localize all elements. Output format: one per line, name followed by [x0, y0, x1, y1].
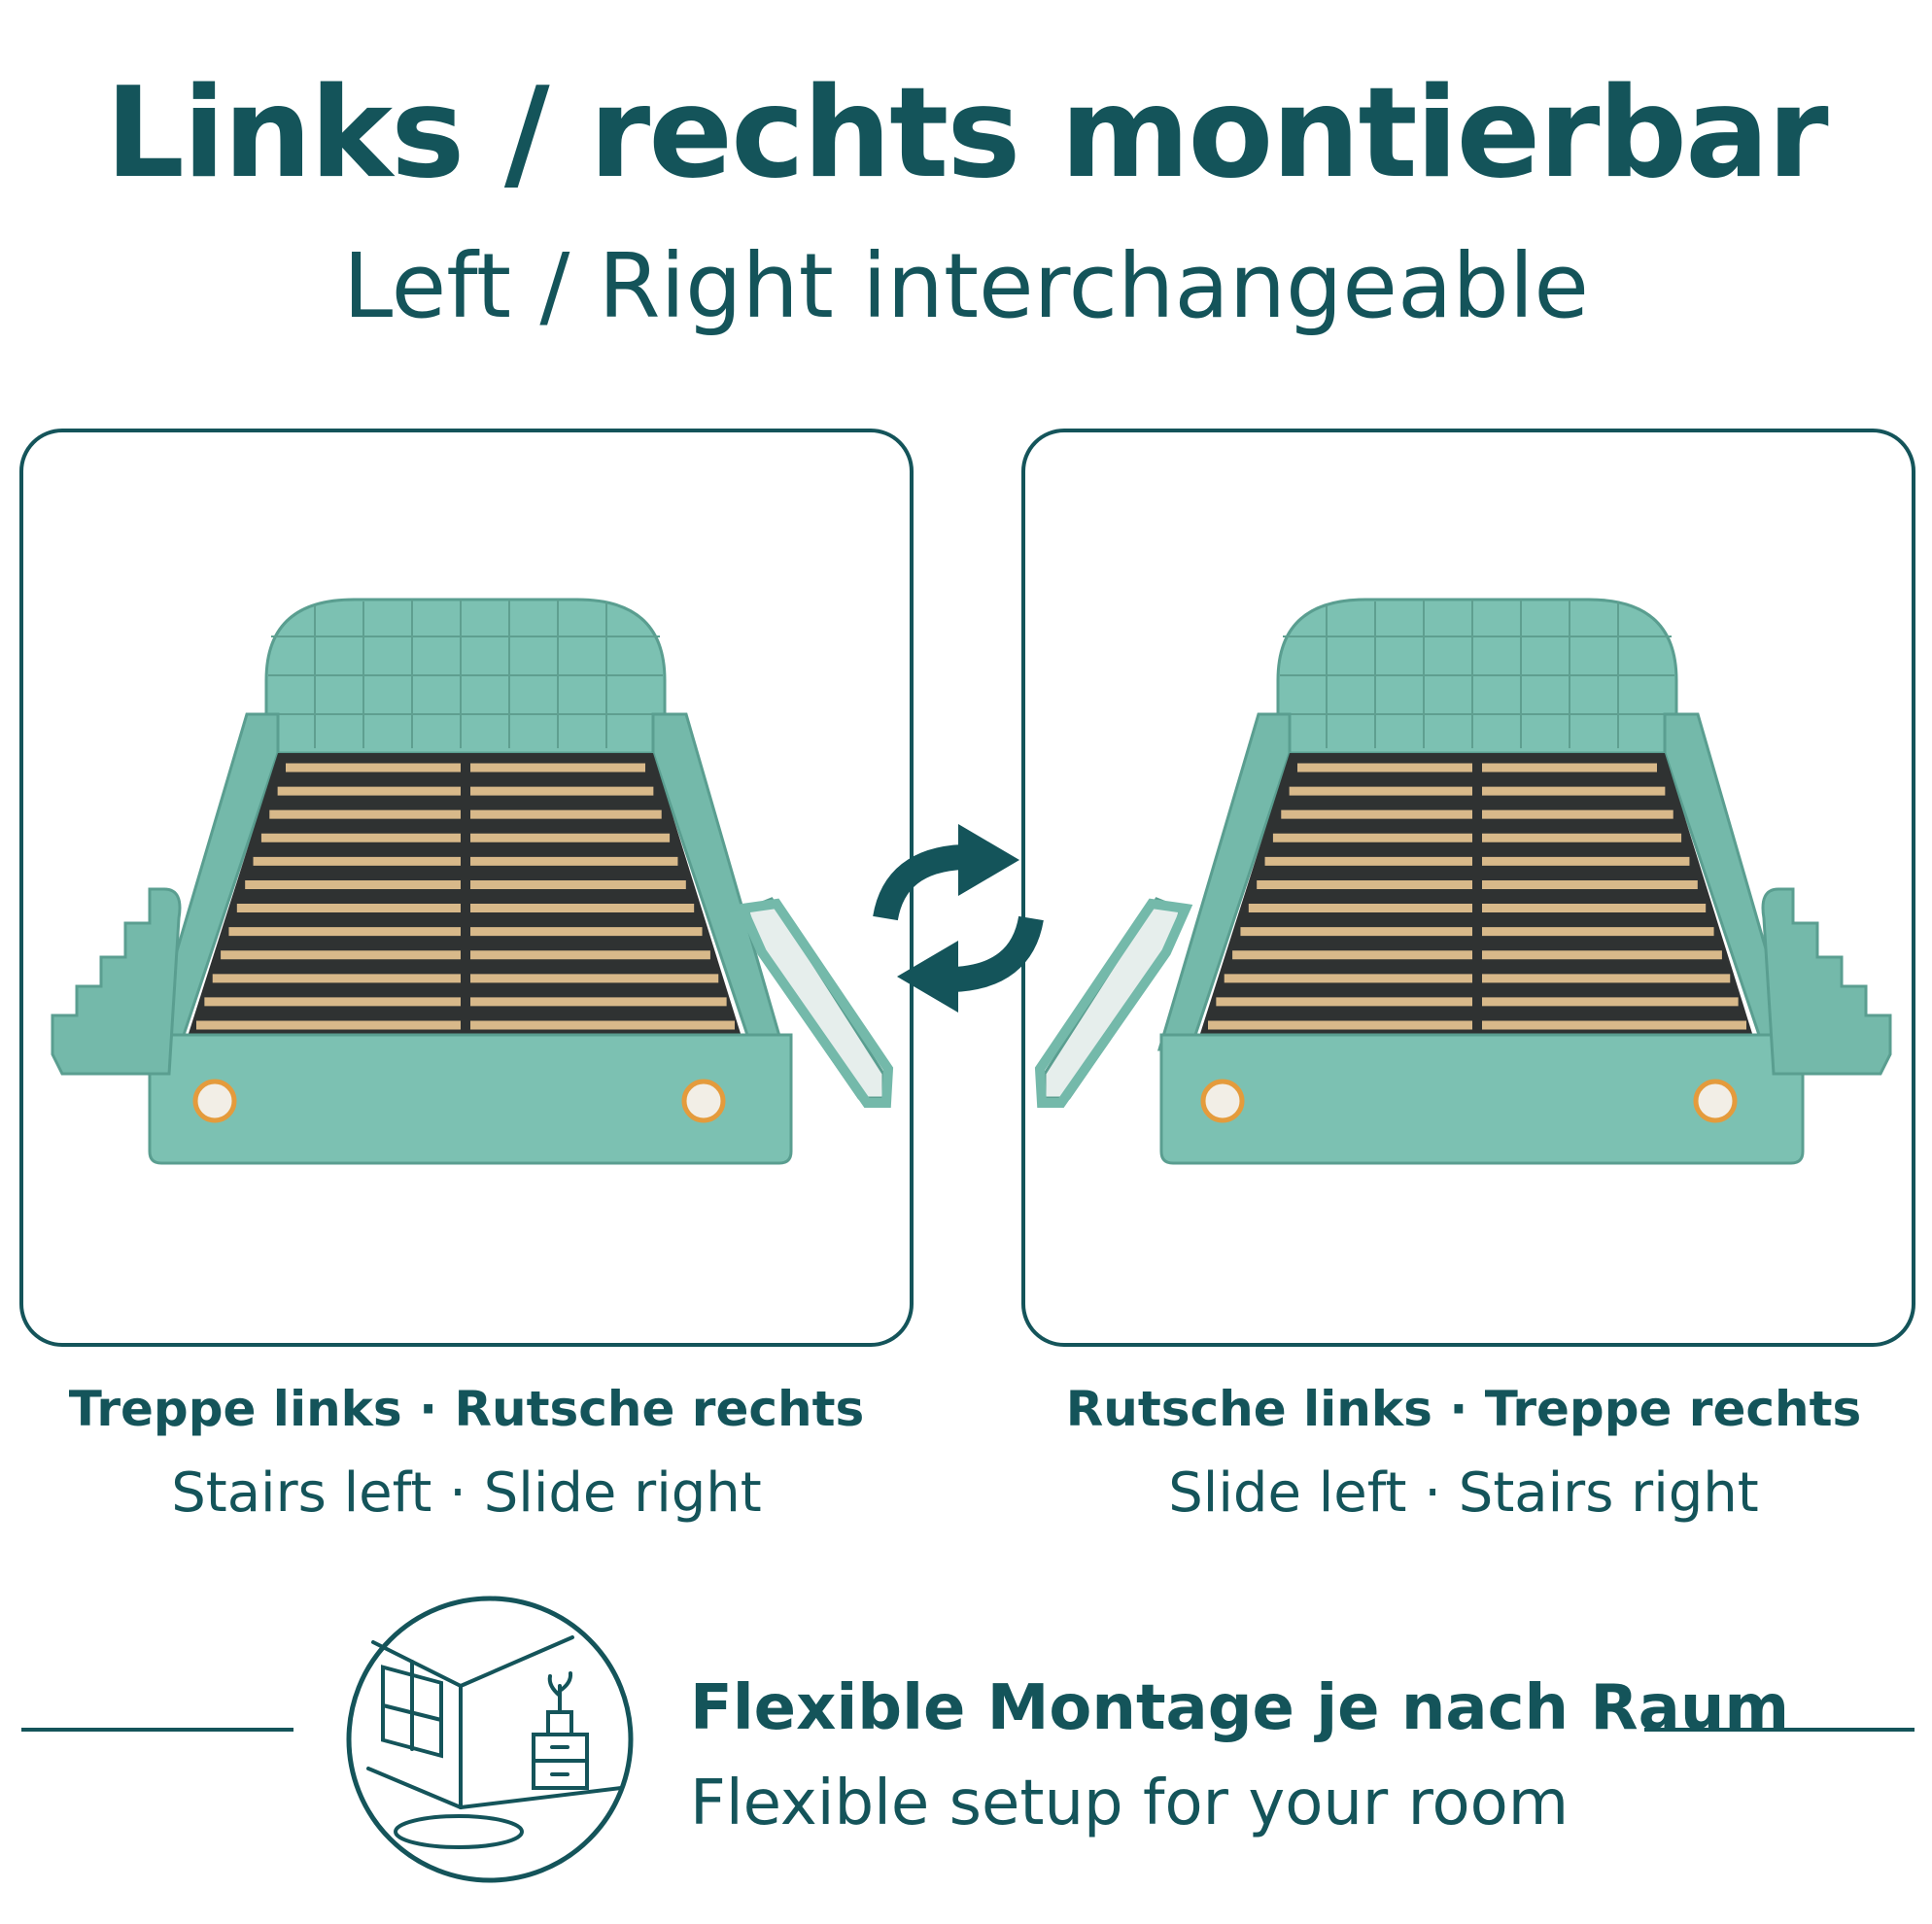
bed-option-stairs-left-panel: [19, 429, 914, 1347]
footer-title-en: Flexible setup for your room: [690, 1768, 1570, 1839]
footer-title-de: Flexible Montage je nach Raum: [690, 1672, 1790, 1744]
divider-right: [1644, 1728, 1915, 1732]
bed-illustration: [1034, 598, 1892, 1165]
bed-illustration: [51, 598, 894, 1165]
swap-arrows-icon: [873, 824, 1044, 1013]
bed-stairs-left-image: [51, 598, 894, 1165]
bed-option-slide-left-panel: [1021, 429, 1915, 1347]
bed-slide-left-image: [1034, 598, 1892, 1165]
page-subtitle: Left / Right interchangeable: [343, 234, 1589, 338]
option-right-caption-en: Slide left · Stairs right: [1168, 1461, 1759, 1525]
divider-left: [21, 1728, 293, 1732]
room-icon: [346, 1596, 634, 1883]
option-left-caption-en: Stairs left · Slide right: [171, 1461, 762, 1525]
option-right-caption-de: Rutsche links · Treppe rechts: [1065, 1381, 1862, 1437]
option-left-caption-de: Treppe links · Rutsche rechts: [68, 1381, 865, 1437]
page-title: Links / rechts montierbar: [105, 61, 1828, 206]
